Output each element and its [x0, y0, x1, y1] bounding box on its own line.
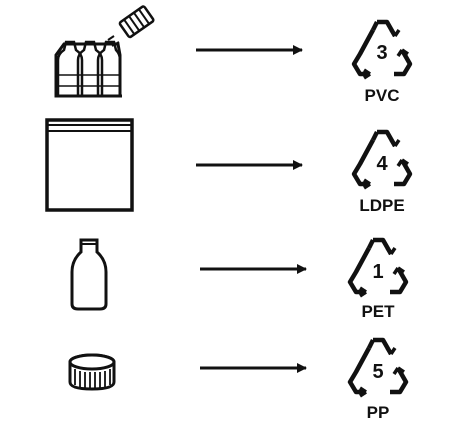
resin-code-4: PP: [367, 403, 390, 422]
resin-code-1: PVC: [365, 86, 400, 105]
resin-number-3: 1: [372, 261, 383, 283]
resin-number-2: 4: [376, 153, 388, 175]
resin-number-1: 3: [376, 42, 387, 64]
resin-number-4: 5: [372, 361, 383, 383]
resin-code-3: PET: [361, 302, 395, 321]
bottle-pack-icon: [54, 5, 155, 98]
resin-code-2: LDPE: [359, 196, 404, 215]
bottle-icon: [70, 238, 108, 311]
bottle-cap-icon: [68, 353, 116, 391]
plastic-bag-icon: [45, 118, 134, 212]
